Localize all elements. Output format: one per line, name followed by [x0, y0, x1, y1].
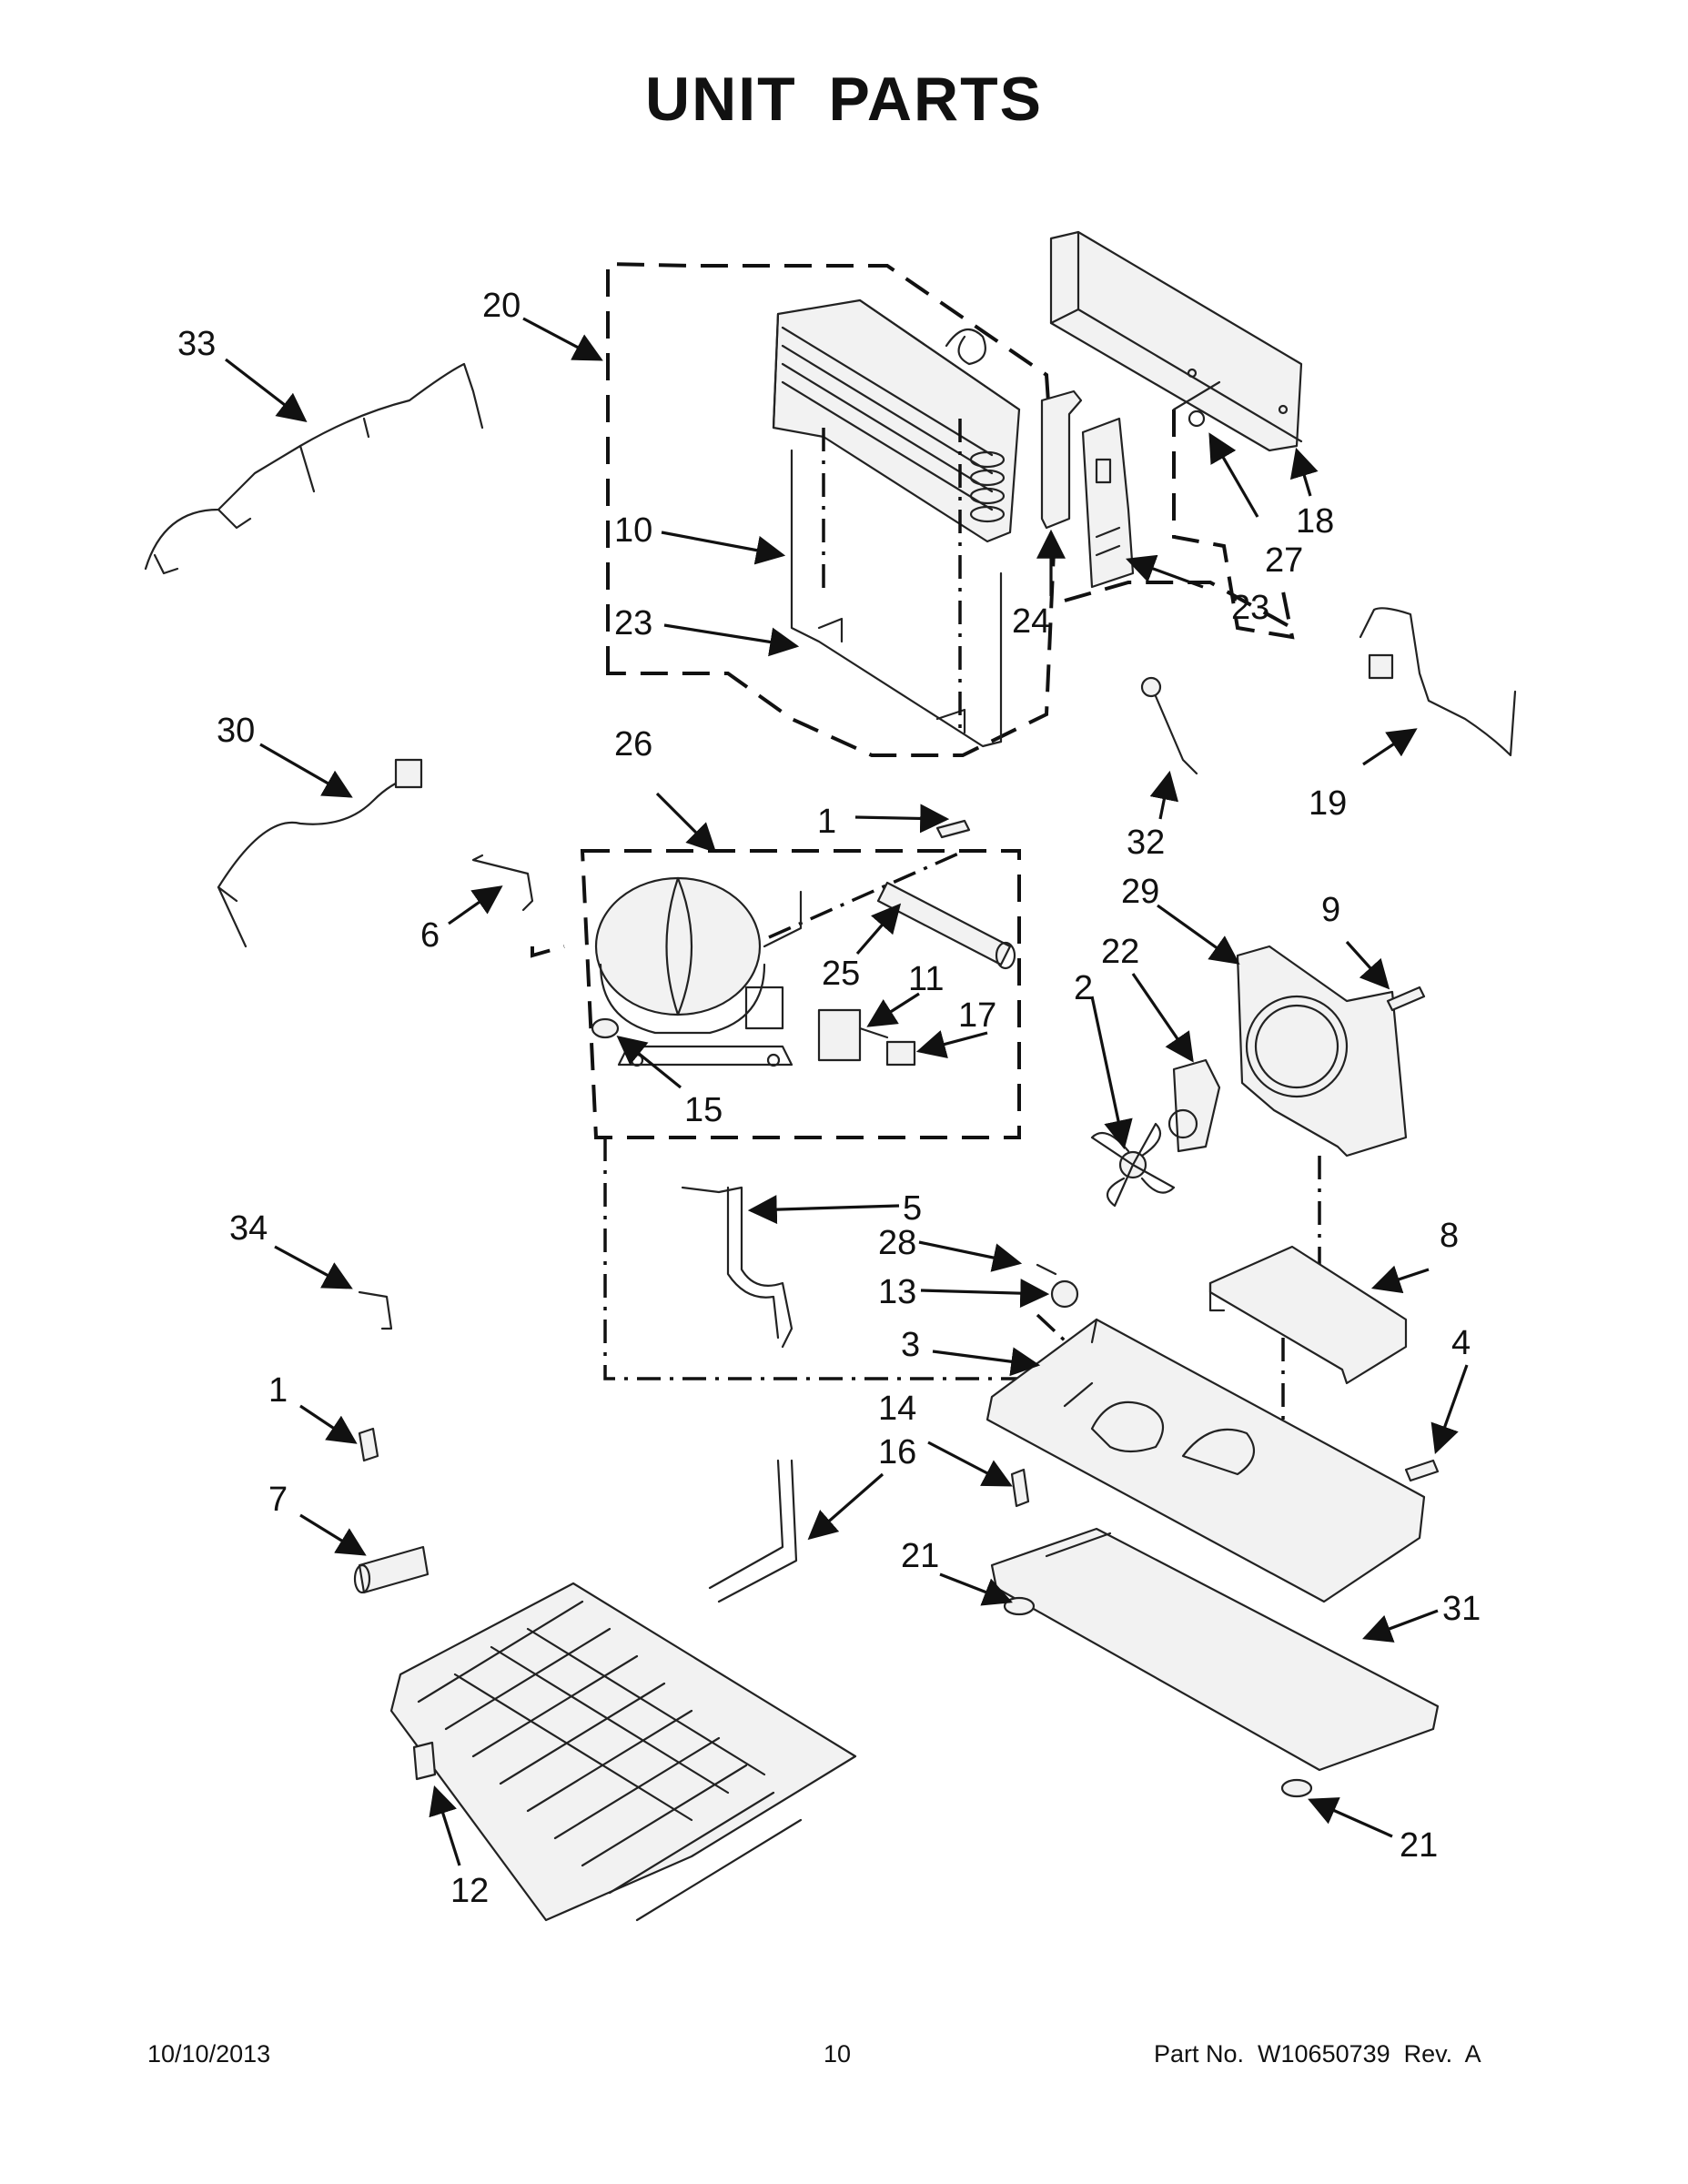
mounting-grommet — [1050, 1279, 1079, 1309]
callout-2: 2 — [1074, 969, 1093, 1007]
footer-date: 10/10/2013 — [147, 2040, 271, 2068]
callout-1: 1 — [817, 803, 836, 841]
wire-clip — [358, 1290, 393, 1330]
callout-23-right: 23 — [1231, 589, 1269, 627]
compressor-base-plate — [986, 1318, 1426, 1603]
fan-motor — [1167, 1058, 1221, 1153]
callout-3: 3 — [901, 1326, 920, 1364]
callout-21: 21 — [901, 1537, 939, 1575]
electrical-box — [1208, 1245, 1408, 1385]
footer-part-number: Part No. W10650739 Rev. A — [1154, 2040, 1481, 2068]
callout-20: 20 — [482, 287, 521, 325]
wiring-harness-power — [217, 758, 423, 948]
fan-shroud — [1236, 945, 1408, 1158]
condenser-group-outline — [606, 261, 1058, 757]
capillary-tube — [1359, 607, 1517, 757]
filter-drier — [876, 881, 1016, 970]
callout-33: 33 — [177, 325, 216, 363]
callout-7: 7 — [268, 1481, 288, 1519]
suction-tube — [681, 1186, 793, 1349]
callout-6: 6 — [420, 916, 440, 955]
leveling-foot-rear — [1280, 1778, 1313, 1798]
base-plate-screw — [1404, 1459, 1440, 1482]
callout-34: 34 — [229, 1209, 268, 1248]
callout-13: 13 — [878, 1273, 916, 1311]
callout-28: 28 — [878, 1224, 916, 1262]
callout-21-lower: 21 — [1400, 1826, 1438, 1865]
callout-31: 31 — [1442, 1590, 1481, 1628]
callout-26: 26 — [614, 725, 652, 763]
compressor-group-outline — [580, 849, 1021, 1139]
callout-24: 24 — [1012, 602, 1050, 641]
baffle-bracket — [1081, 417, 1135, 589]
drain-tube — [353, 1545, 430, 1594]
callout-23: 23 — [614, 604, 652, 642]
callout-25: 25 — [822, 955, 860, 993]
footer-page-number: 10 — [824, 2040, 852, 2068]
page-title: UNIT PARTS — [645, 65, 1043, 134]
callout-12: 12 — [450, 1872, 489, 1910]
callout-11: 11 — [908, 960, 944, 998]
condenser-coil — [772, 298, 1021, 543]
overload — [885, 1040, 916, 1067]
callout-18: 18 — [1296, 502, 1334, 541]
callout-30: 30 — [217, 712, 255, 750]
fan-shroud-screw — [1386, 986, 1426, 1012]
washer — [1036, 1263, 1057, 1276]
screw-lower — [358, 1427, 379, 1462]
evaporator-clip — [412, 1741, 437, 1781]
compressor — [594, 876, 803, 1067]
callout-27: 27 — [1265, 541, 1303, 580]
callout-4: 4 — [1451, 1324, 1471, 1362]
callout-19: 19 — [1309, 784, 1347, 823]
evaporator-coil — [389, 1459, 857, 1922]
callout-15: 15 — [684, 1091, 723, 1129]
compressor-grommet — [591, 1017, 620, 1039]
callout-1-lower: 1 — [268, 1371, 288, 1410]
screw-clip — [1188, 410, 1206, 428]
fan-blade — [1090, 1122, 1176, 1208]
callout-16: 16 — [878, 1433, 916, 1471]
condenser-bracket — [790, 449, 1003, 748]
callout-29: 29 — [1121, 873, 1159, 911]
callout-8: 8 — [1440, 1217, 1459, 1255]
callout-17: 17 — [958, 996, 996, 1035]
wiring-harness-main — [144, 362, 484, 575]
screw — [935, 819, 971, 839]
callout-32: 32 — [1127, 824, 1165, 862]
support-bracket — [471, 854, 534, 912]
callout-22: 22 — [1101, 933, 1139, 971]
start-relay — [817, 1008, 889, 1062]
callout-5: 5 — [903, 1189, 922, 1228]
air-baffle — [1040, 389, 1083, 530]
base-screw — [1010, 1468, 1030, 1508]
callout-9: 9 — [1321, 891, 1340, 929]
temperature-sensor — [1140, 676, 1198, 775]
condenser-cover-panel — [1049, 230, 1303, 452]
callout-10: 10 — [614, 511, 652, 550]
callout-14: 14 — [878, 1390, 916, 1428]
